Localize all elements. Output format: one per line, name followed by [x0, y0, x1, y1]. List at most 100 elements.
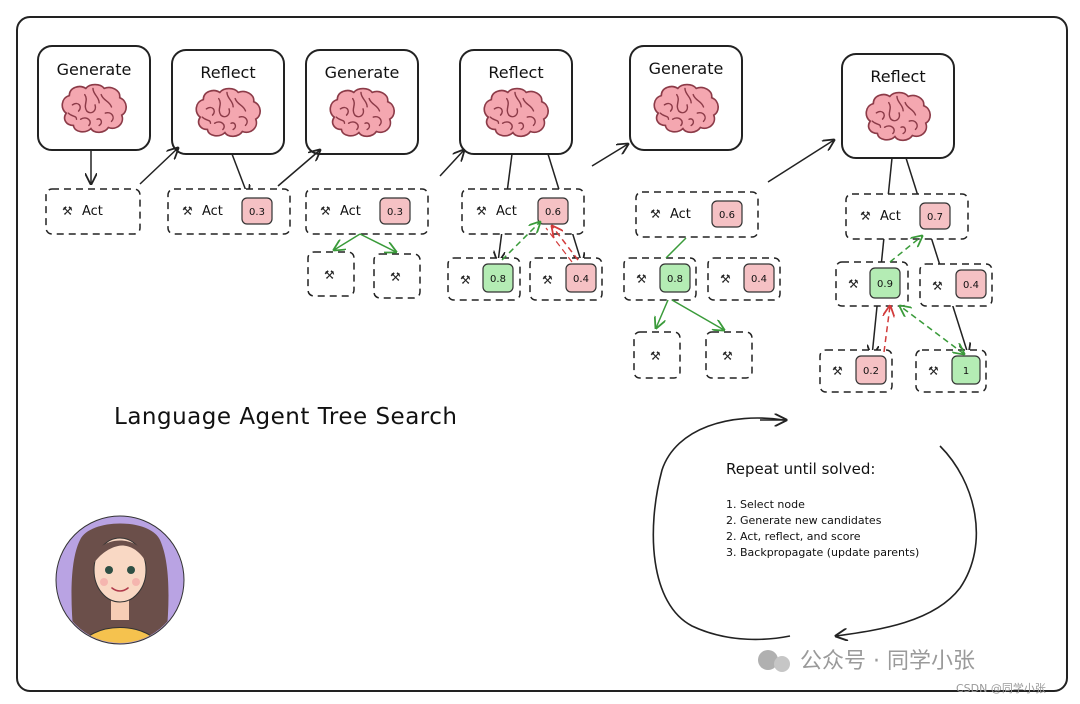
green-arrow — [671, 299, 724, 330]
tool-icon: ⚒ — [832, 364, 843, 378]
stage-box-1: Generate — [37, 45, 151, 151]
tool-icon: ⚒ — [722, 349, 733, 363]
brain-icon — [329, 87, 396, 138]
diagram-title: Language Agent Tree Search — [114, 404, 457, 430]
tool-icon: ⚒ — [932, 279, 943, 293]
child-node-s3-left: ⚒ — [307, 251, 355, 297]
score-badge: 0.4 — [573, 274, 589, 285]
score-badge: 0.8 — [490, 274, 506, 285]
tool-icon: ⚒ — [636, 272, 647, 286]
child-node-s4-right: ⚒ 0.4 — [529, 257, 603, 301]
stage-label: Reflect — [488, 63, 543, 82]
grandchild-node-s6-left: ⚒ 0.2 — [819, 349, 893, 393]
tool-icon: ⚒ — [320, 204, 331, 218]
tool-icon: ⚒ — [720, 272, 731, 286]
child-node-s4-left: ⚒ 0.8 — [447, 257, 521, 301]
score-badge: 0.4 — [963, 280, 979, 291]
canvas-frame — [16, 16, 1068, 692]
child-node-s5-left: ⚒ 0.8 — [623, 257, 697, 301]
stage-box-2: Reflect — [171, 49, 285, 155]
loop-curve-left — [652, 417, 791, 641]
act-node-5: ⚒ Act 0.6 — [635, 191, 759, 238]
arrow-reflect-to-grand-right — [905, 157, 968, 354]
repeat-step: 1. Select node — [726, 498, 805, 511]
stage-label: Generate — [649, 59, 724, 78]
child-node-s3-right: ⚒ — [373, 253, 421, 299]
brain-icon — [61, 83, 128, 134]
tool-icon: ⚒ — [476, 204, 487, 218]
csdn-credit: CSDN @同学小张 — [956, 681, 1046, 695]
wechat-icon — [758, 650, 778, 670]
brain-icon — [483, 87, 550, 138]
tool-icon: ⚒ — [650, 349, 661, 363]
score-badge: 0.4 — [751, 274, 767, 285]
brain-icon — [865, 91, 932, 142]
child-node-s6-left: ⚒ 0.9 — [835, 261, 909, 307]
avatar — [55, 515, 185, 645]
score-badge: 0.8 — [667, 274, 683, 285]
act-label: Act — [670, 207, 691, 222]
repeat-step: 2. Generate new candidates — [726, 514, 882, 527]
repeat-step: 2. Act, reflect, and score — [726, 530, 861, 543]
arrow-to-reflect-2 — [439, 150, 464, 177]
green-line — [665, 237, 687, 259]
tool-icon: ⚒ — [928, 364, 939, 378]
score-badge: 0.2 — [863, 366, 879, 377]
child-node-s5-right: ⚒ 0.4 — [707, 257, 781, 301]
backprop-green-arrow — [889, 236, 922, 263]
grandchild-node-s5-left: ⚒ — [633, 331, 681, 379]
tool-icon: ⚒ — [62, 204, 73, 218]
arrow-to-reflect-3 — [767, 140, 834, 183]
repeat-step: 3. Backpropagate (update parents) — [726, 546, 919, 559]
tool-icon: ⚒ — [860, 209, 871, 223]
tool-icon: ⚒ — [848, 277, 859, 291]
act-label: Act — [202, 204, 223, 219]
green-arrow — [359, 233, 396, 252]
green-arrow — [334, 233, 361, 250]
act-label: Act — [340, 204, 361, 219]
score-badge: 0.7 — [927, 212, 943, 223]
stage-label: Generate — [57, 60, 132, 79]
arrow-reflect-to-grand-left — [872, 157, 893, 356]
score-badge: 0.6 — [545, 207, 561, 218]
stage-box-3: Generate — [305, 49, 419, 155]
act-label: Act — [82, 204, 103, 219]
green-arrow — [656, 299, 669, 328]
brain-icon — [653, 83, 720, 134]
act-label: Act — [880, 209, 901, 224]
grandchild-node-s6-right: ⚒ 1 — [915, 349, 987, 393]
backprop-red-arrow — [552, 226, 579, 261]
wechat-watermark: 公众号 · 同学小张 — [758, 649, 975, 674]
act-node-3: ⚒ Act 0.3 — [305, 188, 429, 235]
act-node-6: ⚒ Act 0.7 — [845, 193, 969, 240]
stage-box-4: Reflect — [459, 49, 573, 155]
backprop-green-arrow — [900, 306, 964, 354]
tool-icon: ⚒ — [324, 268, 335, 282]
score-badge: 0.3 — [387, 207, 403, 218]
brain-icon — [195, 87, 262, 138]
loop-curve-right — [836, 445, 978, 636]
tool-icon: ⚒ — [542, 273, 553, 287]
child-node-s6-right: ⚒ 0.4 — [919, 263, 993, 307]
arrow-act-to-generate — [277, 150, 320, 187]
tool-icon: ⚒ — [390, 270, 401, 284]
arrow-act-to-reflect — [139, 148, 178, 185]
backprop-green-arrow — [501, 222, 540, 261]
stage-box-5: Generate — [629, 45, 743, 151]
stage-label: Reflect — [200, 63, 255, 82]
tool-icon: ⚒ — [182, 204, 193, 218]
act-label: Act — [496, 204, 517, 219]
watermark-text: 公众号 · 同学小张 — [800, 649, 975, 674]
backprop-red-arrow — [884, 306, 890, 353]
backprop-red-arrow — [545, 227, 573, 263]
score-badge: 0.6 — [719, 210, 735, 221]
act-node-2: ⚒ Act 0.3 — [167, 188, 291, 235]
score-badge: 0.3 — [249, 207, 265, 218]
stage-label: Generate — [325, 63, 400, 82]
grandchild-node-s5-right: ⚒ — [705, 331, 753, 379]
arrow-to-generate-3 — [591, 144, 628, 167]
repeat-title: Repeat until solved: — [726, 460, 875, 478]
score-badge: 1 — [963, 366, 969, 377]
act-node-4: ⚒ Act 0.6 — [461, 188, 585, 235]
